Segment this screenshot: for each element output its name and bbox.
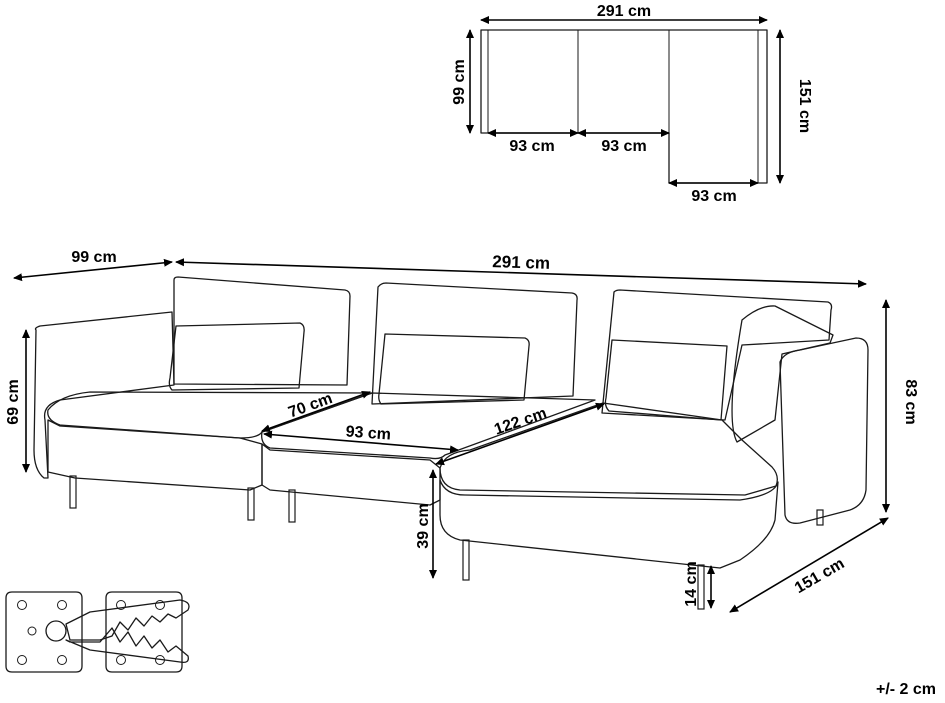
screw-icon (17, 600, 27, 610)
chaise-depth-arrow (729, 517, 889, 613)
seat-depth-arrow (261, 390, 371, 433)
screw-icon (57, 600, 67, 610)
lumbar-pillow-right (604, 339, 728, 421)
clip-arm-upper (65, 599, 190, 641)
chaise-depth-label: 151 cm (792, 555, 847, 597)
connector-clip-detail (5, 591, 190, 673)
side-depth-label: 99 cm (71, 249, 116, 266)
leg-height-label: 14 cm (683, 561, 700, 606)
clip-pivot (45, 620, 67, 642)
plan-module-2-label: 93 cm (601, 138, 646, 155)
seat-depth-label: 70 cm (286, 390, 334, 421)
seat-width-label: 93 cm (345, 423, 391, 443)
screw-icon (17, 655, 27, 665)
back-cushion-right (601, 289, 833, 421)
side-depth-arrow (13, 258, 173, 282)
plan-depth-label: 99 cm (451, 59, 468, 104)
right-back-panel (731, 305, 834, 443)
leg-4 (462, 539, 470, 581)
clip-arm-lower (65, 627, 189, 664)
plan-chaise-depth-label: 151 cm (796, 79, 813, 133)
seat-width-arrow (263, 430, 459, 454)
seat-cushion-left (47, 391, 373, 439)
seat-base-left (47, 419, 263, 491)
lumbar-pillow-left (168, 322, 305, 391)
seat-back-height-label: 69 cm (5, 379, 22, 424)
screw-icon (57, 655, 67, 665)
sofa-drawing (33, 276, 869, 610)
seat-height-label: 39 cm (415, 503, 432, 548)
leg-3 (288, 489, 296, 523)
clip-plate-right (105, 591, 183, 673)
tolerance-note: +/- 2 cm (876, 681, 936, 698)
right-armrest (779, 337, 869, 524)
back-cushion-middle (371, 282, 578, 405)
chaise-length-arrow (435, 402, 605, 466)
plan-outline (480, 29, 768, 184)
total-height-label: 83 cm (902, 379, 919, 424)
clip-plate-left (5, 591, 83, 673)
leg-2 (247, 487, 255, 521)
back-cushion-left (173, 276, 351, 386)
screw-icon (27, 626, 37, 636)
plan-module-3-label: 93 cm (691, 188, 736, 205)
lumbar-pillow-middle (378, 333, 530, 405)
left-armrest (33, 311, 175, 479)
screw-icon (155, 600, 165, 610)
total-width-label: 291 cm (492, 252, 550, 273)
plan-total-width-label: 291 cm (597, 3, 651, 20)
total-width-arrow (175, 258, 867, 288)
leg-1 (69, 475, 77, 509)
plan-module-1-label: 93 cm (509, 138, 554, 155)
chaise-cushion (439, 402, 778, 496)
screw-icon (116, 655, 126, 665)
screw-icon (116, 600, 126, 610)
plan-view: 291 cm 99 cm 151 cm 93 cm 93 cm 93 cm (451, 3, 813, 205)
leg-5 (697, 564, 705, 610)
